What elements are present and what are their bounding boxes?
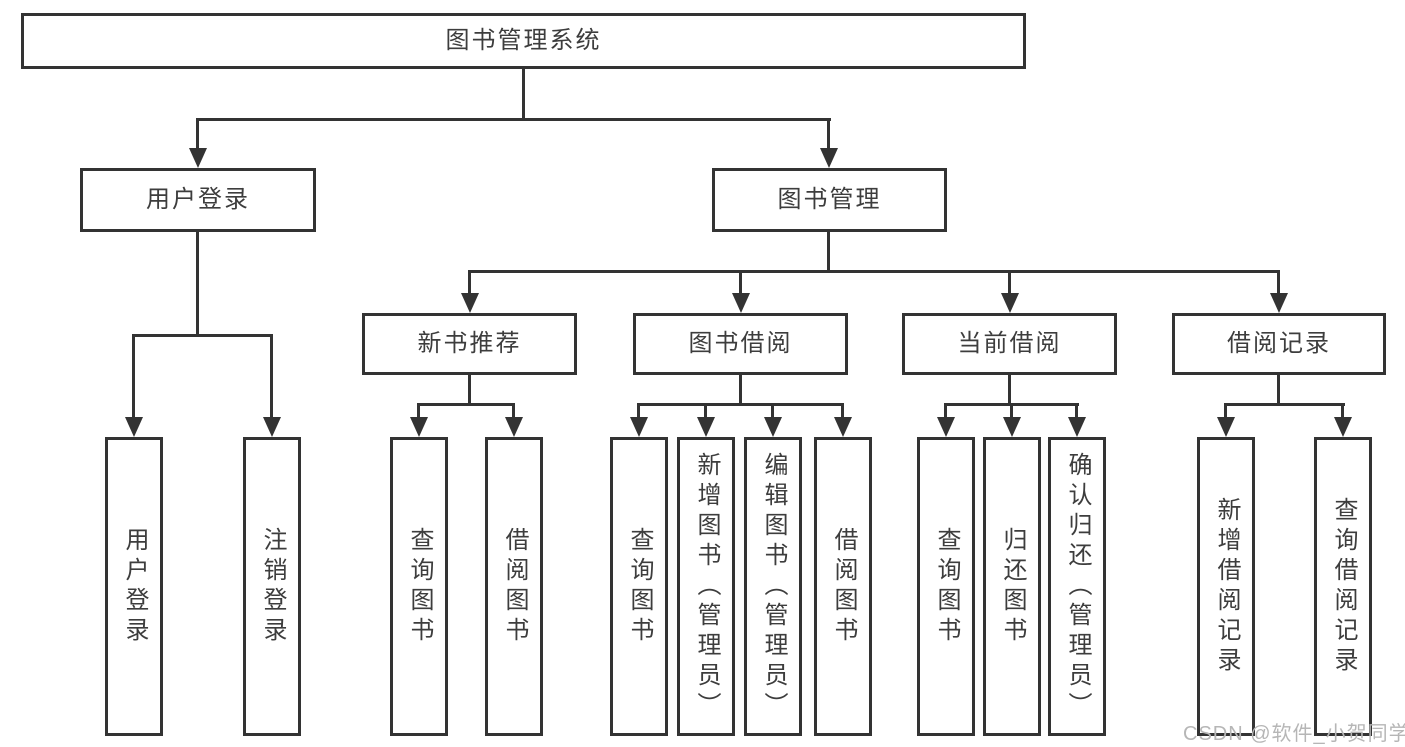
- connector: [1277, 270, 1280, 295]
- arrowhead-down-icon: [1001, 293, 1019, 313]
- node-book-borrow: 图书借阅: [633, 313, 848, 375]
- connector: [196, 118, 831, 121]
- connector: [270, 334, 273, 419]
- leaf-logout: 注销登录: [243, 437, 301, 736]
- connector: [1008, 270, 1011, 295]
- connector: [637, 403, 640, 419]
- leaf-borrow-books: 借阅图书: [814, 437, 872, 736]
- arrowhead-down-icon: [1003, 417, 1021, 437]
- connector: [417, 403, 420, 419]
- arrowhead-down-icon: [461, 293, 479, 313]
- connector: [944, 403, 947, 419]
- connector: [1075, 403, 1078, 419]
- connector: [827, 118, 830, 150]
- node-new-book-recommend: 新书推荐: [362, 313, 577, 375]
- connector: [468, 375, 471, 405]
- leaf-borrow-books-recommend: 借阅图书: [485, 437, 543, 736]
- arrowhead-down-icon: [1270, 293, 1288, 313]
- leaf-user-login: 用户登录: [105, 437, 163, 736]
- connector: [827, 232, 830, 272]
- connector: [771, 403, 774, 419]
- arrowhead-down-icon: [1217, 417, 1235, 437]
- connector: [637, 403, 844, 406]
- arrowhead-down-icon: [263, 417, 281, 437]
- connector: [132, 334, 135, 419]
- node-root: 图书管理系统: [21, 13, 1026, 69]
- connector: [1010, 403, 1013, 419]
- leaf-add-borrow-record: 新增借阅记录: [1197, 437, 1255, 736]
- connector: [196, 232, 199, 336]
- connector: [522, 69, 525, 121]
- node-borrow-records: 借阅记录: [1172, 313, 1386, 375]
- leaf-query-books-current: 查询图书: [917, 437, 975, 736]
- leaf-query-books-borrow: 查询图书: [610, 437, 668, 736]
- arrowhead-down-icon: [820, 148, 838, 168]
- connector: [739, 375, 742, 405]
- arrowhead-down-icon: [410, 417, 428, 437]
- arrowhead-down-icon: [764, 417, 782, 437]
- arrowhead-down-icon: [1068, 417, 1086, 437]
- connector: [132, 334, 273, 337]
- connector: [468, 270, 471, 295]
- leaf-return-books: 归还图书: [983, 437, 1041, 736]
- leaf-add-books-admin: 新增图书（管理员）: [677, 437, 735, 736]
- arrowhead-down-icon: [189, 148, 207, 168]
- leaf-query-books-recommend: 查询图书: [390, 437, 448, 736]
- connector: [841, 403, 844, 419]
- connector: [739, 270, 742, 295]
- arrowhead-down-icon: [937, 417, 955, 437]
- node-current-borrow: 当前借阅: [902, 313, 1117, 375]
- arrowhead-down-icon: [1334, 417, 1352, 437]
- connector: [196, 118, 199, 150]
- arrowhead-down-icon: [732, 293, 750, 313]
- connector: [1341, 403, 1344, 419]
- connector: [1008, 375, 1011, 405]
- connector: [417, 403, 515, 406]
- arrowhead-down-icon: [125, 417, 143, 437]
- connector: [512, 403, 515, 419]
- leaf-edit-books-admin: 编辑图书（管理员）: [744, 437, 802, 736]
- connector: [468, 270, 1280, 273]
- connector: [1224, 403, 1227, 419]
- csdn-watermark: CSDN @软件_小贺同学: [1183, 723, 1405, 745]
- node-user-login: 用户登录: [80, 168, 316, 232]
- connector: [704, 403, 707, 419]
- leaf-query-borrow-record: 查询借阅记录: [1314, 437, 1372, 736]
- node-book-management: 图书管理: [712, 168, 947, 232]
- arrowhead-down-icon: [697, 417, 715, 437]
- arrowhead-down-icon: [834, 417, 852, 437]
- connector: [1277, 375, 1280, 405]
- leaf-confirm-return-admin: 确认归还（管理员）: [1048, 437, 1106, 736]
- connector: [1224, 403, 1345, 406]
- arrowhead-down-icon: [505, 417, 523, 437]
- arrowhead-down-icon: [630, 417, 648, 437]
